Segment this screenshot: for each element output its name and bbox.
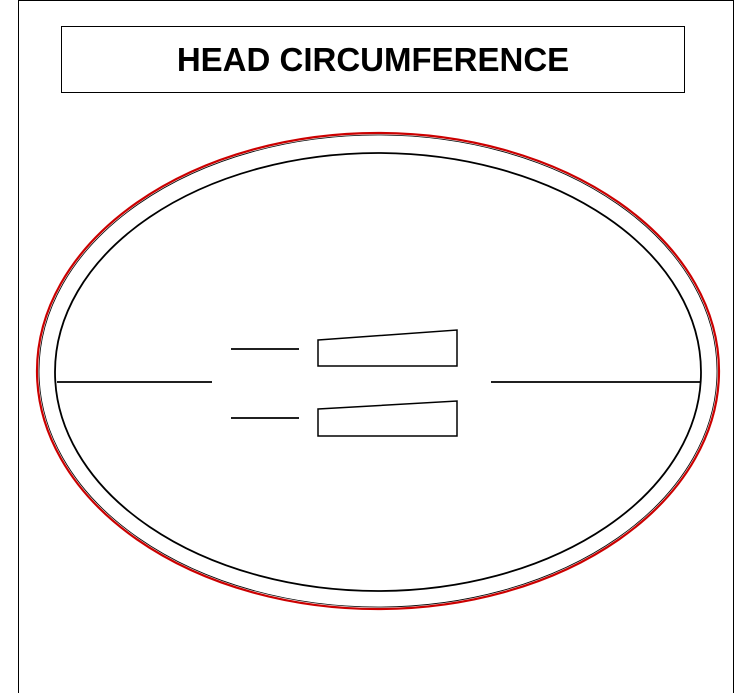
worksheet-frame (18, 0, 734, 693)
page-title: HEAD CIRCUMFERENCE (176, 40, 570, 78)
outer-head-outline-black (38, 134, 718, 608)
title-box: HEAD CIRCUMFERENCE (61, 26, 685, 93)
lower-answer-box[interactable] (317, 400, 458, 437)
upper-answer-box[interactable] (317, 329, 458, 367)
inner-head-outline (54, 152, 702, 592)
outer-head-outline-red (35, 131, 721, 611)
